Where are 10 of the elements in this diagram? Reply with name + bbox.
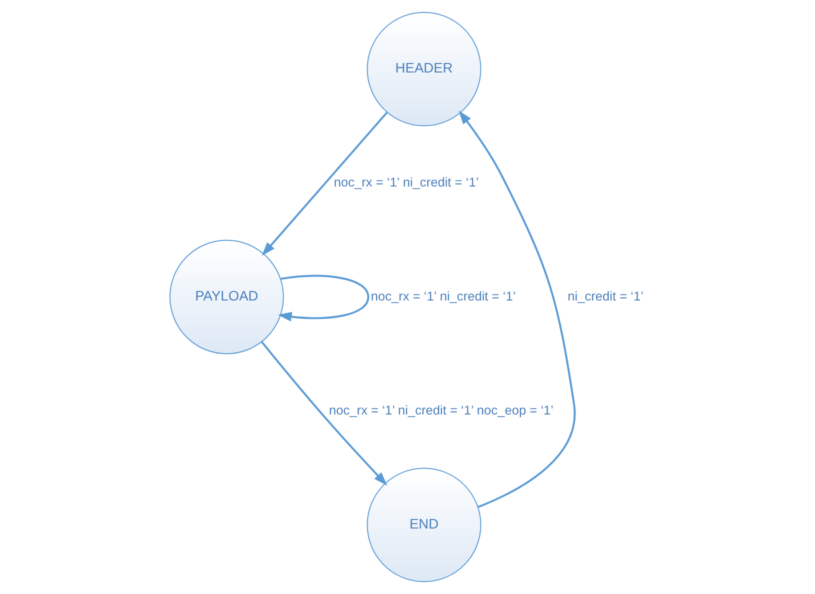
edge-label: noc_rx = ‘1’ ni_credit = ‘1’ (334, 174, 479, 190)
arrow (458, 110, 576, 508)
edge-label: ni_credit = ‘1’ (568, 288, 644, 304)
edge-label: noc_rx = ‘1’ ni_credit = ‘1’ (370, 288, 516, 304)
edge-label: noc_rx = ‘1’ ni_credit = ‘1’ noc_eop = ‘1’ (329, 402, 554, 418)
arrow (260, 341, 388, 486)
arrow (278, 274, 370, 322)
arrow (262, 112, 388, 256)
node-circle: END (366, 468, 482, 582)
node-circle: PAYLOAD (169, 240, 284, 354)
